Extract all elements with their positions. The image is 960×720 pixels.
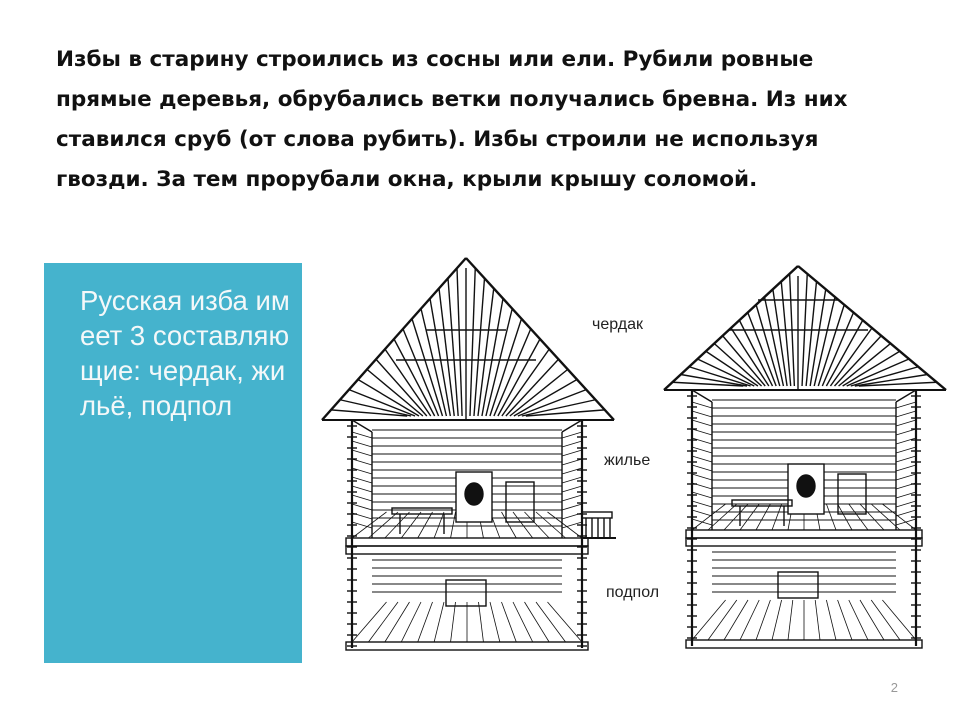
panel-text: Русская изба имеет 3 составляющие: черда… bbox=[80, 285, 290, 421]
label-living: жилье bbox=[604, 452, 651, 469]
label-basement: подпол bbox=[606, 584, 660, 601]
info-panel: Русская изба имеет 3 составляющие: черда… bbox=[44, 263, 302, 663]
label-attic: чердак bbox=[592, 316, 643, 333]
page-number: 2 bbox=[890, 680, 898, 695]
izba-section-illustration-left bbox=[321, 257, 616, 651]
intro-paragraph: Избы в старину строились из сосны или ел… bbox=[56, 47, 848, 192]
izba-section-illustration-right bbox=[663, 265, 947, 649]
